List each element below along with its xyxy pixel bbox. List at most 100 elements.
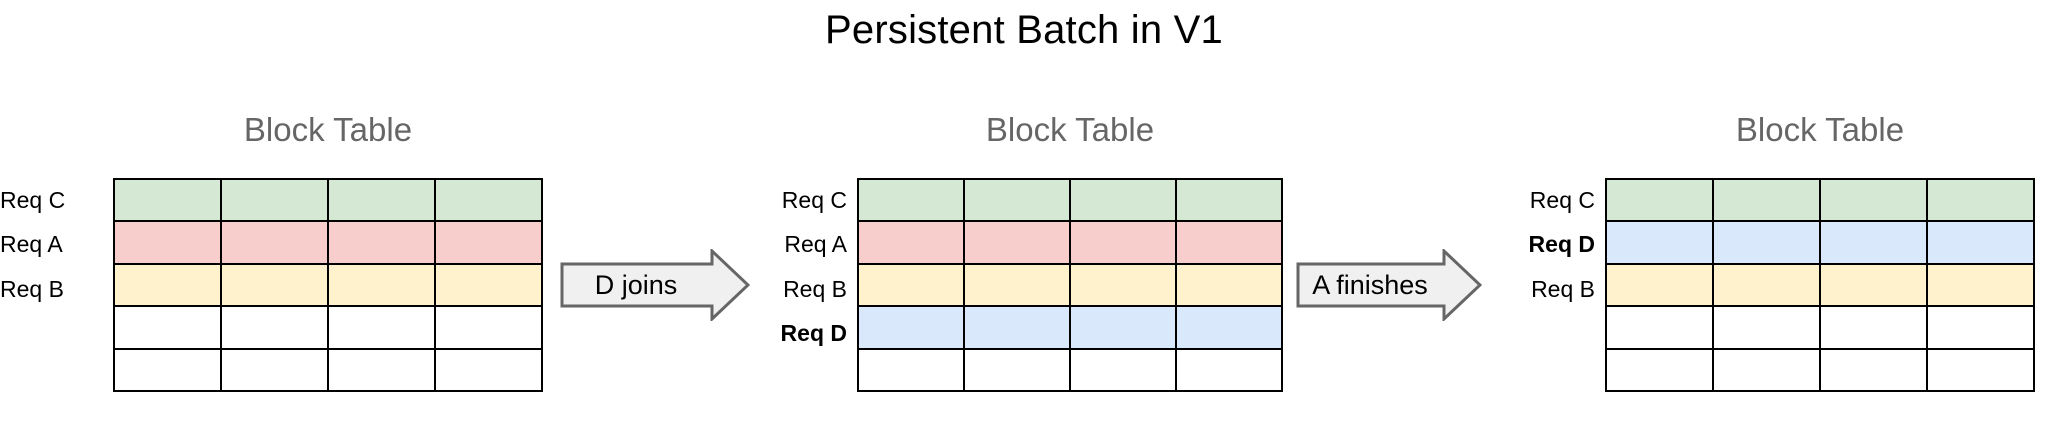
- transition-arrow-a-finishes: A finishes: [1296, 249, 1482, 321]
- table-row: [857, 220, 1283, 265]
- block-cell[interactable]: [113, 262, 222, 308]
- block-cell[interactable]: [1175, 305, 1283, 350]
- panel-3-heading: Block Table: [1735, 111, 1905, 148]
- transition-arrow-d-joins: D joins: [560, 249, 750, 321]
- block-cell[interactable]: [857, 220, 965, 265]
- block-cell[interactable]: [113, 177, 222, 223]
- block-cell[interactable]: [434, 347, 543, 392]
- block-cell[interactable]: [1605, 262, 1714, 308]
- block-cell[interactable]: [963, 347, 1071, 392]
- row-label-req-d: Req D: [1528, 231, 1595, 258]
- block-cell[interactable]: [1712, 262, 1821, 308]
- block-table-grid-3: [1605, 177, 2035, 392]
- table-row: [857, 347, 1283, 392]
- block-cell[interactable]: [327, 220, 436, 265]
- block-cell[interactable]: [963, 220, 1071, 265]
- block-cell[interactable]: [1819, 177, 1928, 223]
- row-label-req-c: Req C: [781, 187, 847, 213]
- block-cell[interactable]: [434, 262, 543, 308]
- block-cell[interactable]: [1712, 177, 1821, 223]
- block-cell[interactable]: [1175, 347, 1283, 392]
- block-cell[interactable]: [1069, 347, 1177, 392]
- block-cell[interactable]: [1605, 220, 1714, 265]
- row-label-empty-2: [1490, 356, 1595, 400]
- block-cell[interactable]: [1605, 177, 1714, 223]
- block-cell[interactable]: [327, 305, 436, 350]
- block-cell[interactable]: [857, 305, 965, 350]
- table-row: [1605, 262, 2035, 308]
- block-cell[interactable]: [220, 220, 329, 265]
- row-label-empty-2: [0, 356, 103, 400]
- block-cell[interactable]: [1926, 262, 2035, 308]
- block-cell[interactable]: [1712, 220, 1821, 265]
- block-cell[interactable]: [963, 262, 1071, 308]
- table-row: [1605, 220, 2035, 265]
- row-label-req-d: Req D: [780, 320, 847, 347]
- block-table-panel-2: Block Table Req C Req A Req B Req D: [744, 0, 1304, 421]
- panel-1-row-labels: Req C Req A Req B: [0, 178, 103, 400]
- table-row: [857, 262, 1283, 308]
- panel-1-heading: Block Table: [243, 111, 413, 148]
- block-cell[interactable]: [1926, 305, 2035, 350]
- table-row: [1605, 177, 2035, 223]
- block-cell[interactable]: [1926, 177, 2035, 223]
- row-label-req-c: Req C: [0, 187, 66, 213]
- block-cell[interactable]: [1069, 305, 1177, 350]
- block-cell[interactable]: [327, 347, 436, 392]
- block-cell[interactable]: [1605, 347, 1714, 392]
- block-cell[interactable]: [1175, 220, 1283, 265]
- table-row: [113, 262, 543, 308]
- row-label-req-b: Req B: [0, 275, 64, 302]
- row-label-empty-1: [0, 311, 103, 355]
- block-table-panel-3: Block Table Req C Req D Req B: [1490, 0, 2048, 421]
- block-cell[interactable]: [1819, 347, 1928, 392]
- block-cell[interactable]: [1819, 305, 1928, 350]
- block-cell[interactable]: [434, 305, 543, 350]
- block-cell[interactable]: [1175, 262, 1283, 308]
- table-row: [113, 305, 543, 350]
- block-table-grid-1: [113, 177, 543, 392]
- block-cell[interactable]: [1712, 305, 1821, 350]
- block-cell[interactable]: [1605, 305, 1714, 350]
- block-cell[interactable]: [1069, 177, 1177, 223]
- block-cell[interactable]: [113, 220, 222, 265]
- panel-2-heading: Block Table: [985, 111, 1155, 148]
- table-row: [113, 220, 543, 265]
- block-cell[interactable]: [434, 220, 543, 265]
- block-cell[interactable]: [857, 347, 965, 392]
- block-cell[interactable]: [434, 177, 543, 223]
- block-cell[interactable]: [1926, 347, 2035, 392]
- table-row: [857, 305, 1283, 350]
- block-cell[interactable]: [963, 305, 1071, 350]
- block-cell[interactable]: [220, 177, 329, 223]
- block-cell[interactable]: [857, 262, 965, 308]
- block-cell[interactable]: [327, 262, 436, 308]
- block-table-body-3: [1605, 177, 2035, 392]
- row-label-req-a: Req A: [784, 231, 847, 258]
- row-label-empty-1: [744, 356, 847, 400]
- block-cell[interactable]: [857, 177, 965, 223]
- block-table-grid-2: [857, 177, 1283, 392]
- block-cell[interactable]: [963, 177, 1071, 223]
- diagram-title: Persistent Batch in V1: [825, 8, 1223, 52]
- block-cell[interactable]: [327, 177, 436, 223]
- table-row: [857, 177, 1283, 223]
- block-cell[interactable]: [1926, 220, 2035, 265]
- block-cell[interactable]: [113, 347, 222, 392]
- row-label-req-b: Req B: [783, 275, 847, 302]
- block-cell[interactable]: [1819, 262, 1928, 308]
- panel-3-row-labels: Req C Req D Req B: [1490, 178, 1595, 400]
- block-cell[interactable]: [1712, 347, 1821, 392]
- block-cell[interactable]: [113, 305, 222, 350]
- block-cell[interactable]: [220, 305, 329, 350]
- block-cell[interactable]: [1069, 262, 1177, 308]
- block-cell[interactable]: [220, 262, 329, 308]
- block-table-body-2: [857, 177, 1283, 392]
- row-label-req-c: Req C: [1529, 187, 1595, 213]
- block-cell[interactable]: [1175, 177, 1283, 223]
- block-cell[interactable]: [1069, 220, 1177, 265]
- block-cell[interactable]: [1819, 220, 1928, 265]
- block-cell[interactable]: [220, 347, 329, 392]
- table-row: [113, 177, 543, 223]
- right-arrow-icon: [1296, 249, 1482, 321]
